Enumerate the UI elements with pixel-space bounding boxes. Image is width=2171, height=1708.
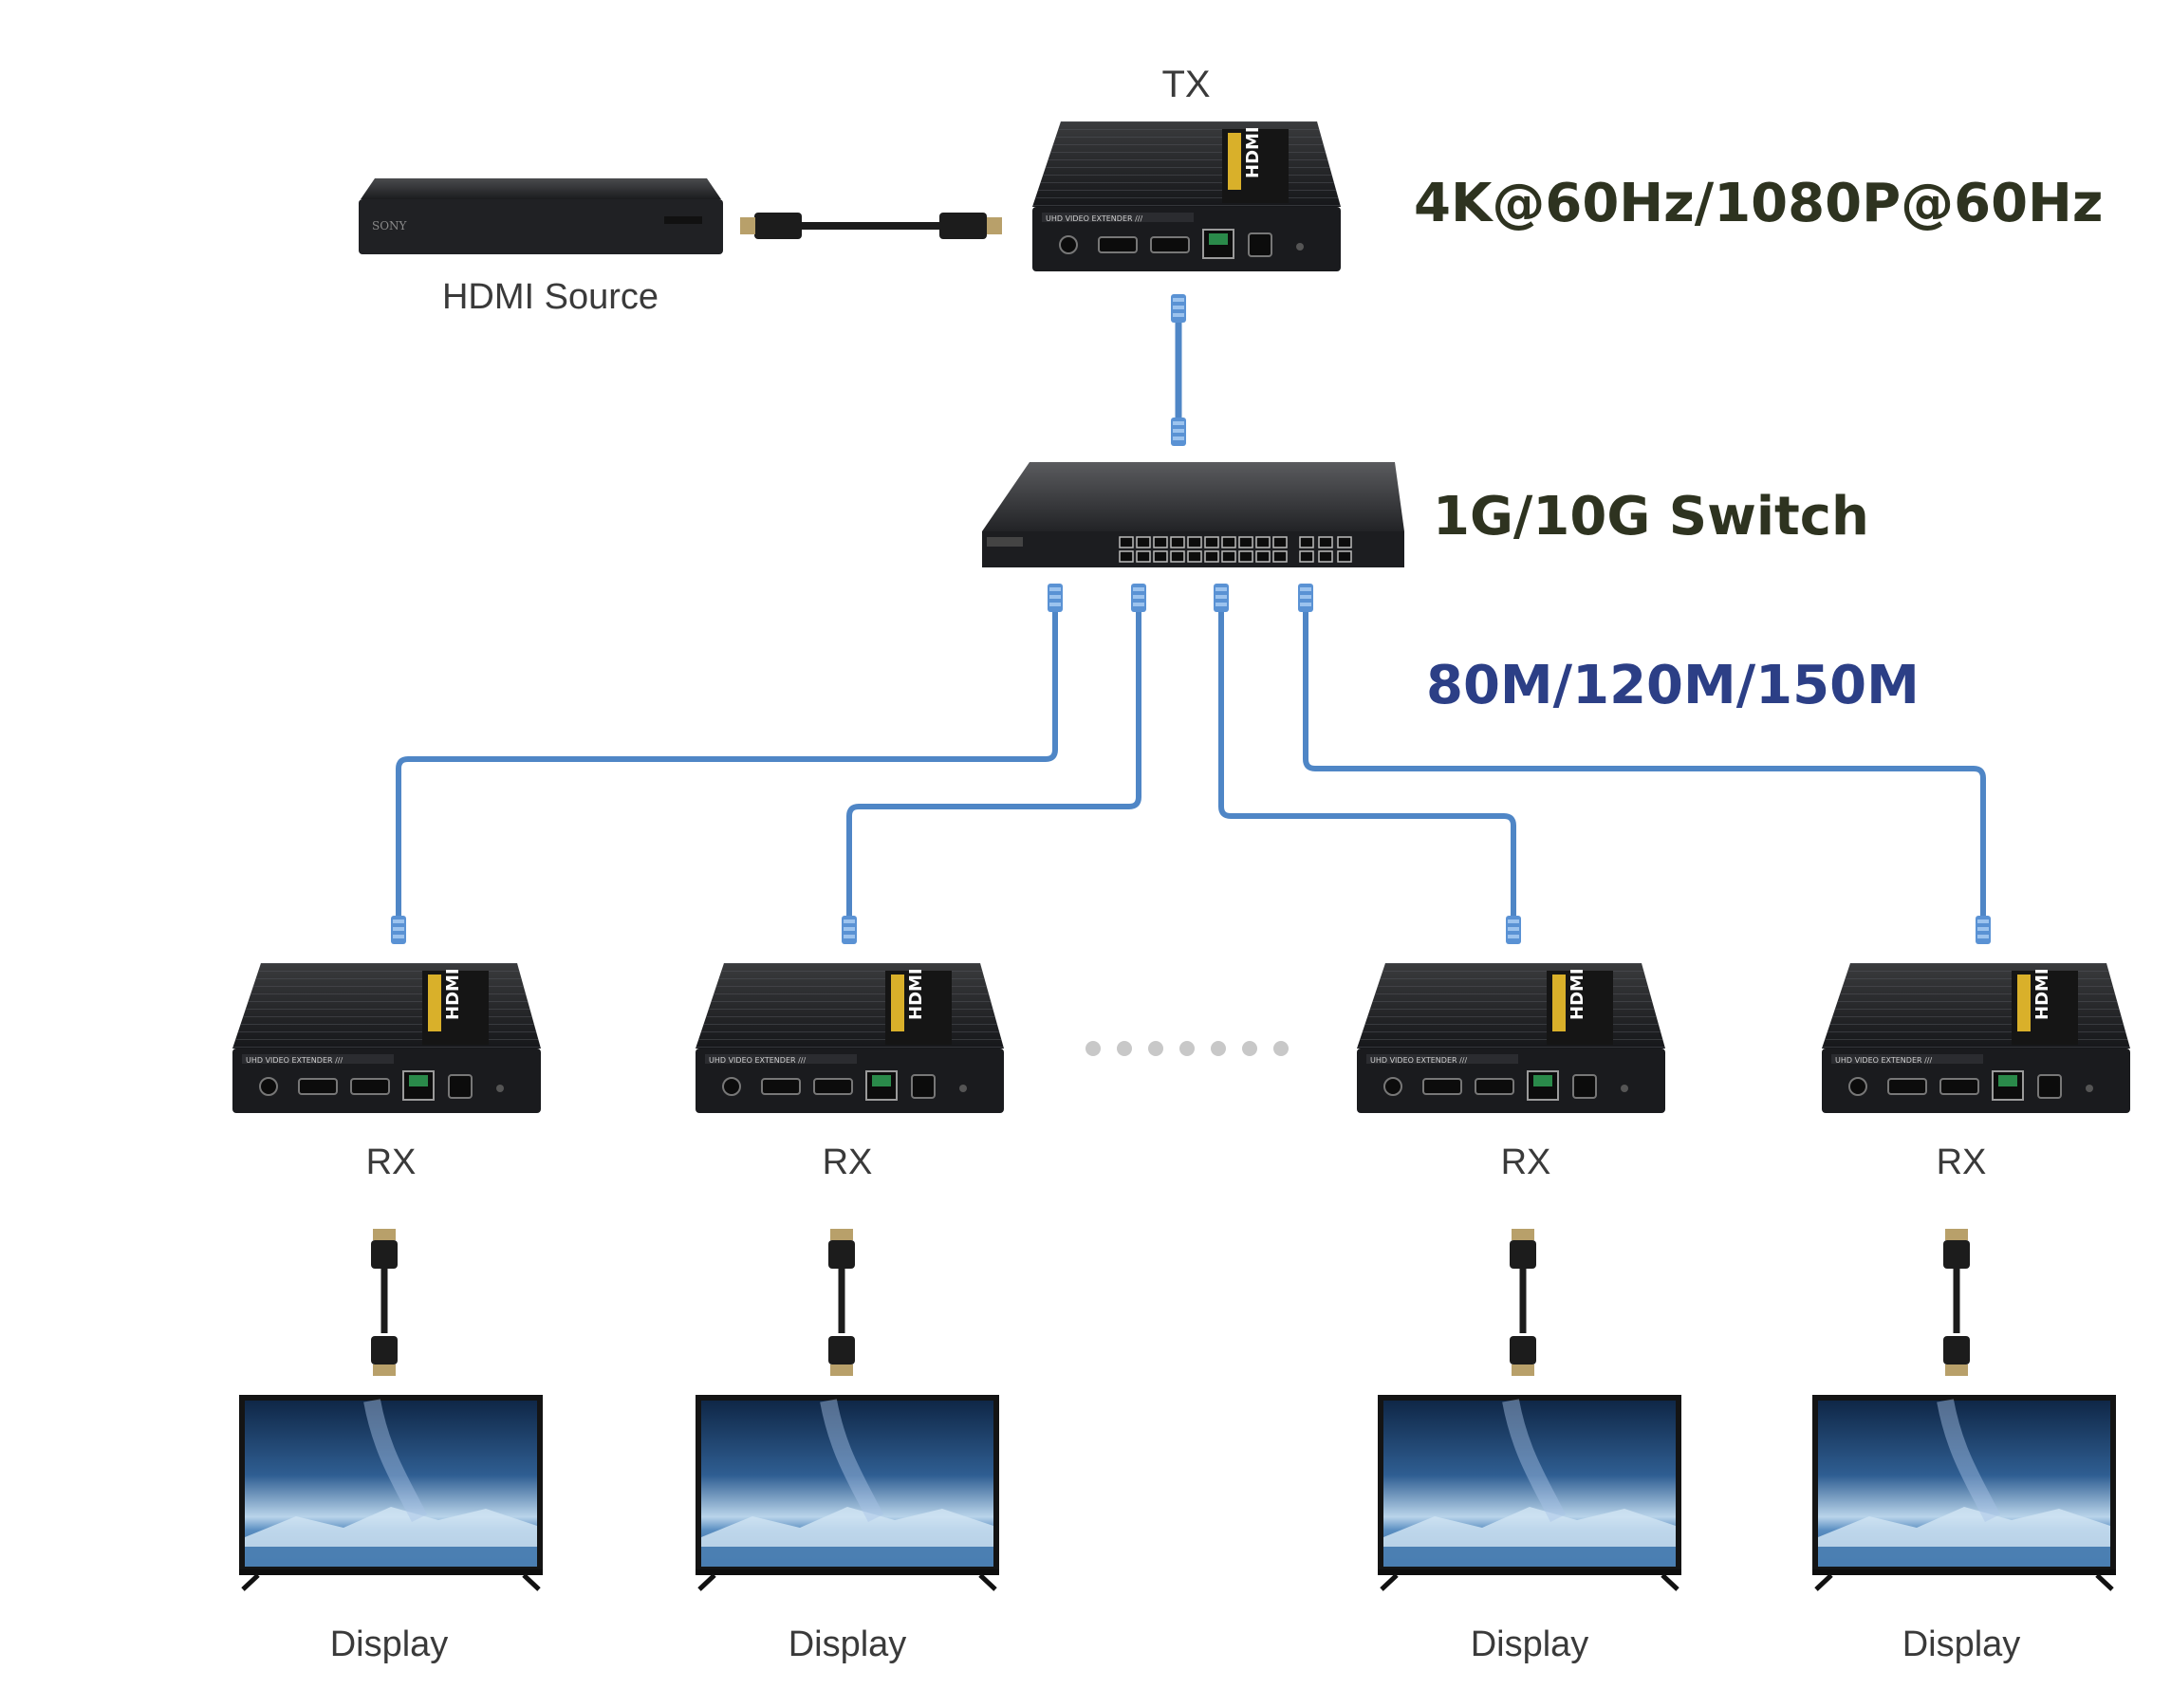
resolution-spec-label: 4K@60Hz/1080P@60Hz [1414,173,2104,234]
tx-label: TX [1161,64,1210,105]
cable-tx-switch [1171,294,1186,446]
hdmi-cable-source-tx [740,213,1002,239]
display-label-4: Display [1902,1624,2021,1664]
rj45-plugs [391,584,1991,944]
display-label-2: Display [789,1624,907,1664]
hdmi-cable-rx-display-3 [1510,1229,1536,1376]
display-tv-3 [1378,1395,1681,1589]
display-tv-4 [1812,1395,2116,1589]
display-label-1: Display [330,1624,449,1664]
hdmi-cable-rx-display-2 [828,1229,855,1376]
display-label-3: Display [1471,1624,1589,1664]
cable-switch-rx-2 [846,607,1141,916]
rx-extender-2 [695,962,1005,1114]
hdmi-source-player: SONY [359,178,723,254]
cable-switch-rx-3 [1218,607,1516,916]
rx-extender-3 [1356,962,1666,1114]
rx-label-1: RX [366,1142,417,1182]
cable-switch-rx-1 [396,607,1058,916]
cable-switch-rx-4 [1303,607,1986,916]
hdmi-source-label: HDMI Source [442,277,659,317]
rx-extender-1 [232,962,542,1114]
switch-spec-label: 1G/10G Switch [1433,486,1869,548]
rx-label-2: RX [823,1142,873,1182]
rx-label-4: RX [1937,1142,1987,1182]
display-tv-2 [696,1395,999,1589]
svg-text:SONY: SONY [372,219,408,232]
display-tv-1 [239,1395,543,1589]
hdmi-cable-rx-display-1 [371,1229,398,1376]
hdmi-cable-rx-display-4 [1943,1229,1970,1376]
network-switch [982,462,1404,567]
more-receivers-ellipsis [1086,1041,1289,1056]
bandwidth-spec-label: 80M/120M/150M [1426,655,1920,716]
rx-extender-4 [1821,962,2131,1114]
rx-label-3: RX [1501,1142,1551,1182]
tx-extender [1031,121,1342,272]
